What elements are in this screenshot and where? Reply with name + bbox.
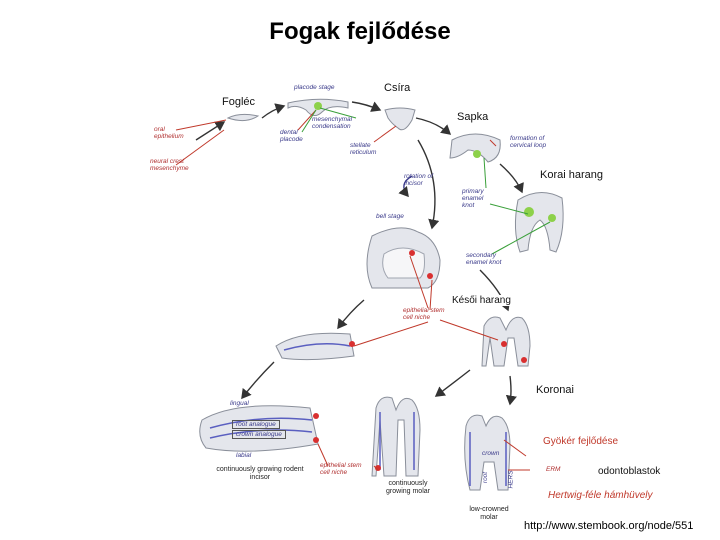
continuously-growing-molar-shape	[371, 396, 421, 477]
label-root: root	[482, 471, 490, 484]
stage-label-koronai: Koronai	[536, 384, 574, 396]
cap-stage-shape	[449, 133, 501, 163]
label-placode-stage: placode stage	[294, 84, 335, 91]
caption-rodent-incisor: continuously growing rodent incisor	[216, 466, 304, 481]
late-bell-shape	[481, 316, 531, 367]
label-epithelial-stem-cell-niche-2: epithelial stem cell niche	[320, 462, 362, 476]
label-bell-stage: bell stage	[376, 213, 404, 220]
label-stellate-reticulum: stellate reticulum	[350, 142, 377, 156]
stage-label-fogleс: Fogléc	[222, 96, 256, 108]
label-oral-epithelium: oral epithelium	[154, 126, 184, 140]
label-root-analogue: root analogue	[232, 420, 280, 429]
label-crown-analogue: crown analogue	[232, 430, 286, 439]
label-labial: labial	[236, 452, 252, 459]
label-lingual: lingual	[230, 400, 249, 407]
stage-label-csira: Csíra	[384, 82, 411, 94]
label-odontoblastok: odontoblastok	[598, 466, 661, 477]
label-hertwig: Hertwig-féle hámhüvely	[548, 490, 653, 501]
green-leader-lines	[301, 107, 551, 255]
label-formation-cervical-loop: formation of cervical loop	[510, 135, 547, 149]
stage-label-korai-harang: Korai harang	[540, 169, 603, 181]
label-primary-enamel-knot: primary enamel knot	[462, 188, 484, 209]
label-rotation-incisor: rotation of incisor	[404, 173, 433, 187]
rotation-arrow	[398, 175, 413, 198]
source-url: http://www.stembook.org/node/551	[524, 520, 694, 532]
stage-label-gyoker: Gyökér fejlődése	[543, 436, 619, 447]
caption-continuously-growing-molar: continuously growing molar	[386, 480, 430, 495]
label-mesenchymal-condensation: mesenchymal condensation	[312, 116, 353, 130]
label-neural-crest: neural crest mesenchyme	[150, 158, 189, 172]
label-hers: HERS	[507, 470, 515, 489]
caption-low-crowned-molar: low-crowned molar	[469, 506, 509, 521]
red-leader-lines	[175, 109, 530, 471]
early-bell-shape	[514, 192, 564, 253]
bell-stage-shape	[366, 227, 441, 289]
label-dental-placode: dental placode	[280, 129, 303, 143]
stage-label-sapka: Sapka	[457, 111, 489, 123]
label-erm: ERM	[546, 466, 561, 473]
label-secondary-enamel-knot: secondary enamel knot	[466, 252, 502, 266]
bud-stage-shape	[384, 107, 416, 131]
oral-epithelium-shape	[226, 113, 260, 122]
label-epithelial-stem-cell-niche: epithelial stem cell niche	[403, 307, 445, 321]
stage-label-kesoi-harang: Késői harang	[452, 295, 511, 306]
incisor-bud-shape	[275, 332, 355, 361]
page-title: Fogak fejlődése	[269, 18, 451, 45]
label-crown: crown	[482, 450, 500, 457]
progression-arrows	[195, 101, 524, 406]
